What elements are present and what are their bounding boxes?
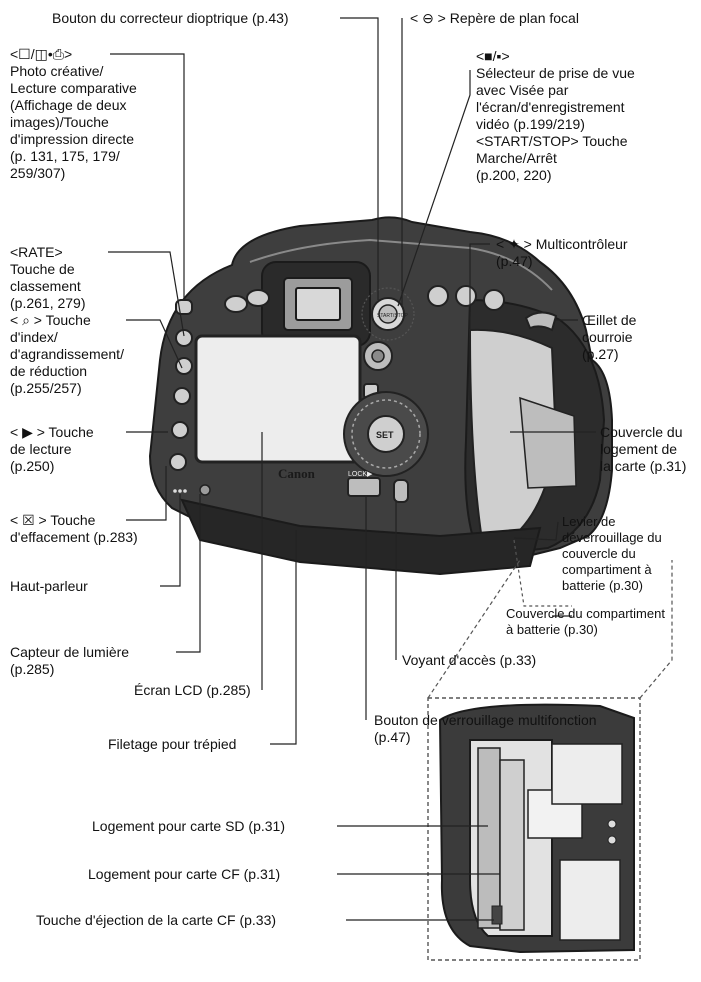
label-battery-cover: Couvercle du compartiment à batterie (p.… <box>506 606 665 637</box>
brand-logo: Canon <box>278 466 316 481</box>
label-card-slot-cover: Couvercle du logement de la carte (p.31) <box>600 424 687 474</box>
label-creative-photo-button: <☐/◫•⎙> Photo créative/ Lecture comparat… <box>10 46 137 181</box>
label-rate-button: <RATE> Touche de classement (p.261, 279) <box>10 244 86 311</box>
label-strap-eyelet: Œillet de courroie (p.27) <box>582 312 637 362</box>
label-index-zoom-button: < ⌕ > Touche d'index/ d'agrandissement/ … <box>10 312 124 396</box>
label-lcd-monitor: Écran LCD (p.285) <box>134 682 251 698</box>
label-focal-plane-mark: < ⊖ > Repère de plan focal <box>410 10 579 26</box>
set-label: SET <box>376 430 394 440</box>
label-dioptric-adjustment: Bouton du correcteur dioptrique (p.43) <box>52 10 289 26</box>
label-cf-card-slot: Logement pour carte CF (p.31) <box>88 866 281 882</box>
label-sd-card-slot: Logement pour carte SD (p.31) <box>92 818 285 834</box>
start-stop-label: START/STOP <box>377 313 409 319</box>
label-speaker: Haut-parleur <box>10 578 88 594</box>
label-live-view-switch: <■/▪> Sélecteur de prise de vue avec Vis… <box>476 48 635 183</box>
label-multicontroller: < ✦ > Multicontrôleur (p.47) <box>496 236 628 269</box>
camera-body <box>148 216 613 576</box>
label-tripod-socket: Filetage pour trépied <box>108 736 237 752</box>
label-playback-button: < ▶ > Touche de lecture (p.250) <box>10 424 94 474</box>
label-multi-function-lock: Bouton de verrouillage multifonction (p.… <box>374 712 597 745</box>
lock-label: LOCK▶ <box>348 471 373 478</box>
label-cf-eject-button: Touche d'éjection de la carte CF (p.33) <box>36 912 277 928</box>
leader-lines <box>108 17 596 921</box>
label-light-sensor: Capteur de lumière (p.285) <box>10 644 130 677</box>
card-slot-inset <box>427 697 641 961</box>
label-erase-button: < ☒ > Touche d'effacement (p.283) <box>10 512 138 545</box>
label-access-lamp: Voyant d'accès (p.33) <box>402 652 537 668</box>
label-battery-cover-release: Levier de déverrouillage du couvercle du… <box>562 514 662 593</box>
